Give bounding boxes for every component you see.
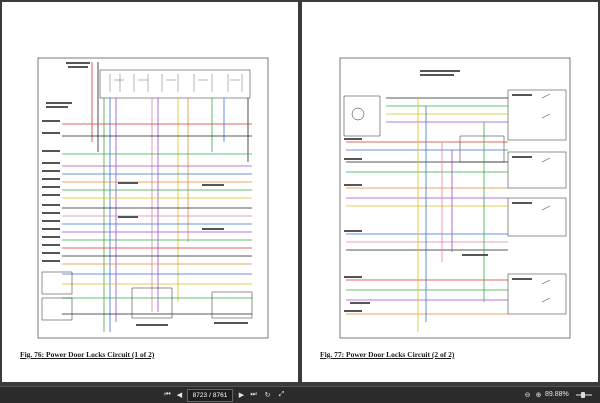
figure-caption: Fig. 76: Power Door Locks Circuit (1 of … — [20, 350, 155, 359]
page-number-field[interactable]: 8723 / 8761 — [187, 389, 233, 402]
total-pages-value: 8761 — [212, 392, 228, 399]
pdf-page-right: Fig. 77: Power Door Locks Circuit (2 of … — [302, 2, 598, 382]
current-page-value: 8723 — [192, 392, 208, 399]
zoom-slider-handle[interactable] — [581, 392, 586, 398]
page-separator: / — [209, 392, 211, 399]
last-page-icon[interactable]: ⏭ — [250, 390, 257, 398]
first-page-icon[interactable]: ⏮ — [164, 390, 171, 398]
fit-page-icon[interactable]: ⤢ — [278, 390, 285, 398]
next-page-icon[interactable]: ▶ — [238, 391, 245, 399]
zoom-out-icon[interactable]: ⊖ — [524, 391, 531, 399]
document-viewport[interactable]: Fig. 76: Power Door Locks Circuit (1 of … — [0, 0, 600, 386]
zoom-slider[interactable] — [576, 392, 592, 398]
rotate-icon[interactable]: ↻ — [264, 391, 271, 399]
viewer-toolbar: ⏮ ◀ 8723 / 8761 ▶ ⏭ ↻ ⤢ ⊖ ⊕ 89.88% — [0, 386, 600, 403]
zoom-level-text: 89.88% — [545, 391, 569, 398]
zoom-in-icon[interactable]: ⊕ — [535, 391, 542, 399]
pdf-page-left: Fig. 76: Power Door Locks Circuit (1 of … — [2, 2, 298, 382]
wiring-diagram-1 — [37, 57, 269, 339]
prev-page-icon[interactable]: ◀ — [176, 391, 183, 399]
wiring-diagram-2 — [339, 57, 571, 339]
figure-caption: Fig. 77: Power Door Locks Circuit (2 of … — [320, 350, 455, 359]
